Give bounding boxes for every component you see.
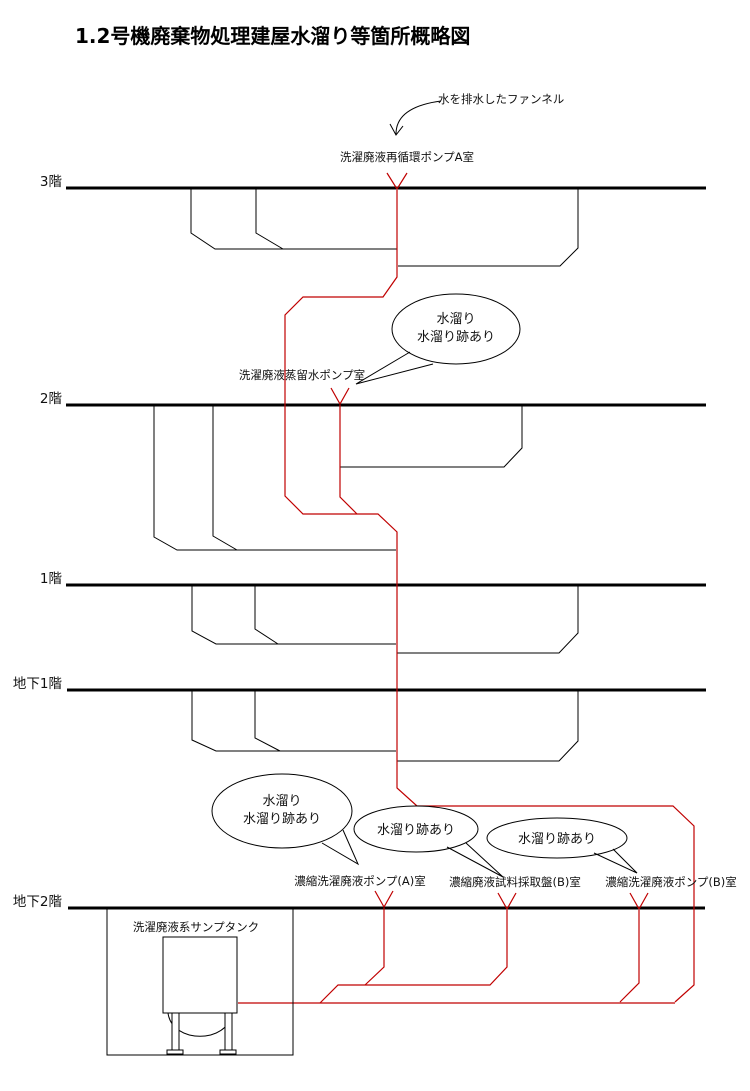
bubble-tail-outline [446, 842, 504, 878]
bubble-b2f-left-line2: 水溜り跡あり [243, 811, 321, 827]
pit-outline [106, 908, 294, 1056]
callout-bubble-b2f-mid: 水溜り跡あり [353, 805, 504, 878]
funnel-icon-2f [330, 387, 350, 406]
funnel-icon-b2f-pump-b [629, 892, 649, 911]
duct-2f-left-b [212, 405, 238, 551]
sump-pit [106, 908, 294, 1056]
main-drain-pipe [284, 190, 695, 1003]
floor-label-b2f: 地下2階 [13, 894, 62, 910]
bubble-tail-fill [447, 843, 503, 877]
bubble-ellipse [486, 817, 628, 859]
bubble-2f-line1: 水溜り [436, 312, 475, 327]
bubble-tail-fill [594, 849, 637, 873]
bubble-tail-outline [355, 351, 434, 385]
pipe-branch-pump-a [364, 908, 385, 986]
room-label-sample-panel-b: 濃縮廃液試料採取盤(B)室 [449, 875, 581, 889]
floor-label-b1f: 地下1階 [13, 676, 62, 692]
duct-1f-left-a [191, 585, 396, 645]
funnel-note-label: 水を排水したファンネル [438, 92, 564, 106]
funnel-icon-b2f-sample-b [497, 892, 517, 911]
duct-b1f-left-b [254, 690, 281, 752]
callout-bubble-b2f-right: 水溜り跡あり [486, 817, 638, 874]
tank-leg-right [224, 1009, 233, 1051]
room-labels: 洗濯廃液再循環ポンプA室 洗濯廃液蒸留水ポンプ室 濃縮洗濯廃液ポンプ(A)室 濃… [239, 150, 737, 889]
duct-3f-left-a [190, 188, 397, 250]
floor-label-1f: 1階 [40, 571, 62, 587]
duct-b1f-right [397, 690, 579, 762]
duct-2f-left-a [153, 405, 396, 551]
funnel-icon-3f [386, 172, 408, 191]
floor-lines [66, 186, 706, 910]
page-title: 1.2号機廃棄物処理建屋水溜り等箇所概略図 [75, 24, 470, 48]
room-label-distill-pump: 洗濯廃液蒸留水ポンプ室 [239, 368, 365, 382]
arrow-curve [395, 100, 442, 135]
bubble-b2f-right-line1: 水溜り跡あり [518, 831, 596, 847]
duct-3f-right [398, 188, 579, 267]
bubble-b2f-left-line1: 水溜り [262, 794, 301, 809]
tank-body [162, 936, 238, 1014]
funnel-icon-b2f-pump-a [374, 890, 394, 909]
callout-bubble-2f: 水溜り 水溜り跡あり [355, 293, 521, 385]
callout-bubble-b2f-left: 水溜り 水溜り跡あり [211, 773, 360, 866]
duct-1f-right [397, 585, 579, 654]
bubble-ellipse [353, 805, 479, 853]
bubble-ellipse [391, 293, 521, 365]
red-drain-pipes [238, 172, 695, 1004]
duct-b1f-left-a [191, 690, 396, 752]
arrow-head-icon [389, 123, 404, 136]
pipe-branch-pump-b [619, 910, 640, 1003]
duct-lines [153, 188, 579, 762]
bubble-2f-line2: 水溜り跡あり [417, 329, 495, 345]
bubble-ellipse [211, 773, 353, 849]
floor-label-2f: 2階 [40, 391, 62, 407]
pipe-branch-sample-b [319, 910, 508, 1004]
tank-foot-right [219, 1049, 237, 1055]
tank-label: 洗濯廃液系サンプタンク [133, 920, 259, 934]
room-label-recirc-pump-a: 洗濯廃液再循環ポンプA室 [340, 150, 474, 164]
tank-foot-left [166, 1049, 184, 1055]
duct-1f-left-b [254, 585, 279, 645]
floor-label-3f: 3階 [40, 174, 62, 190]
bubble-tail-outline [321, 829, 360, 866]
funnel-note-arrow [389, 100, 442, 136]
pipe-2f-funnel [339, 405, 358, 515]
tank-leg-left [171, 1009, 180, 1051]
bubble-tail-fill [322, 830, 358, 864]
duct-3f-left-b [255, 188, 284, 250]
room-label-conc-pump-b: 濃縮洗濯廃液ポンプ(B)室 [605, 875, 737, 889]
floor-labels: 3階 2階 1階 地下1階 地下2階 [13, 174, 62, 910]
sump-tank [162, 936, 238, 1055]
bubble-tail-fill [356, 352, 433, 384]
bubble-b2f-mid-line1: 水溜り跡あり [377, 822, 455, 838]
bubble-tail-outline [593, 848, 638, 874]
duct-2f-right [340, 405, 523, 468]
room-label-conc-pump-a: 濃縮洗濯廃液ポンプ(A)室 [294, 874, 426, 888]
